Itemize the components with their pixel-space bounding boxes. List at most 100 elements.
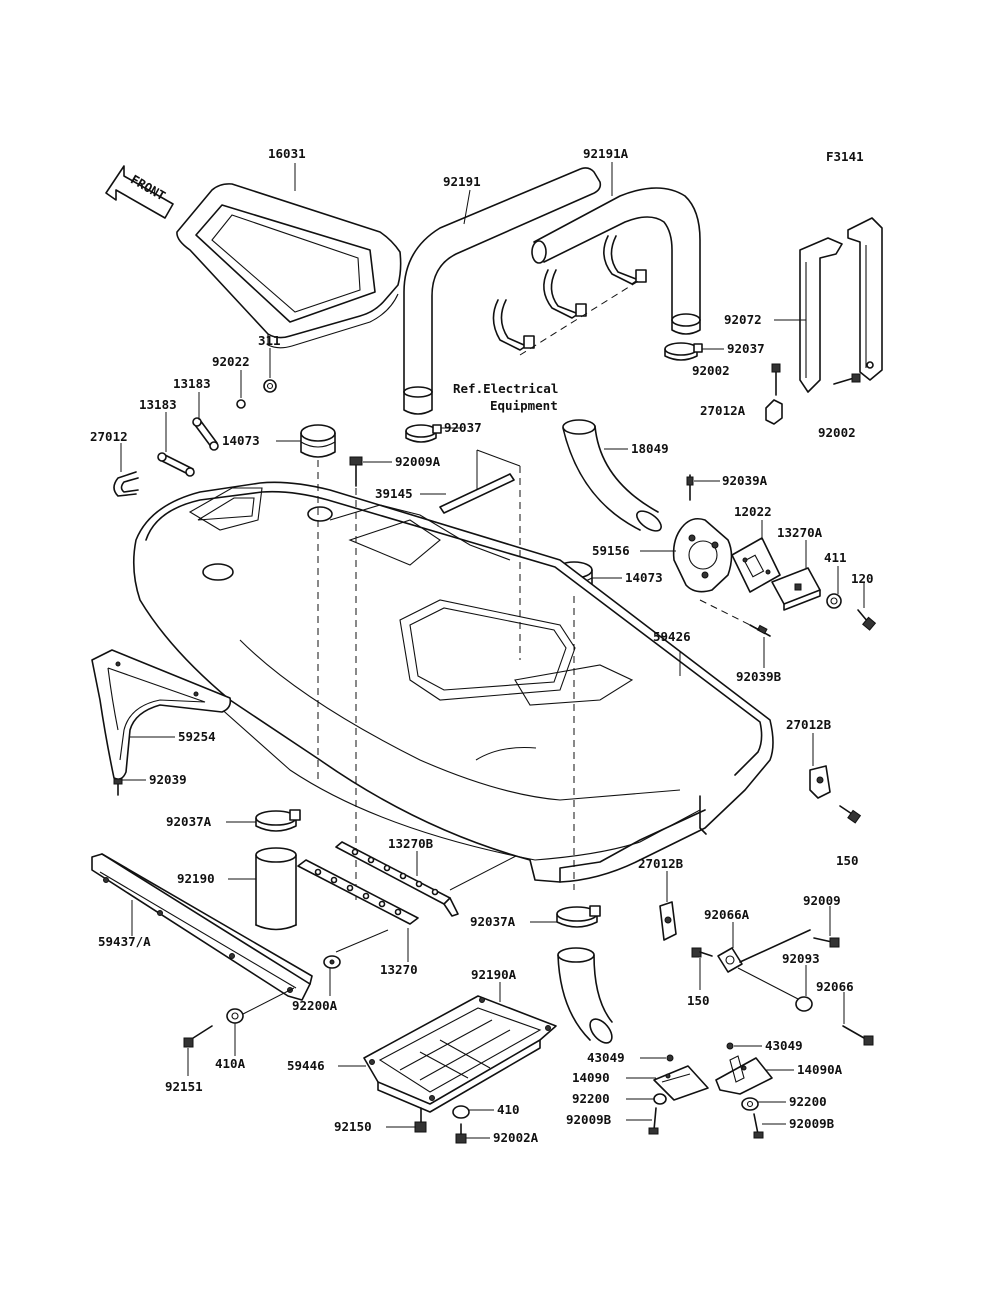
label-92190: 92190 bbox=[177, 871, 215, 886]
stud-92039A bbox=[686, 474, 694, 501]
band-clamp-set bbox=[492, 235, 647, 356]
plate-14090 bbox=[653, 1065, 709, 1101]
rivet-92039 bbox=[113, 778, 123, 796]
bracket-13270B bbox=[335, 841, 459, 917]
label-14073-right: 14073 bbox=[625, 570, 663, 585]
label-92066: 92066 bbox=[816, 979, 854, 994]
label-92009B-left: 92009B bbox=[566, 1112, 612, 1127]
bolt-92009 bbox=[813, 937, 840, 948]
ref-note-line2: Equipment bbox=[490, 398, 558, 413]
label-39145: 39145 bbox=[375, 486, 413, 501]
label-13270: 13270 bbox=[380, 962, 418, 977]
label-92039A: 92039A bbox=[722, 473, 768, 488]
figure-code: F3141 bbox=[826, 149, 864, 164]
label-43049-right: 43049 bbox=[765, 1038, 803, 1053]
fitting-92066A bbox=[717, 929, 811, 1001]
plate-59446 bbox=[363, 995, 557, 1113]
label-410: 410 bbox=[497, 1102, 520, 1117]
washer-92200A bbox=[323, 955, 341, 969]
screw-43049-left bbox=[666, 1054, 674, 1062]
label-13270A: 13270A bbox=[777, 525, 823, 540]
label-16031: 16031 bbox=[268, 146, 306, 161]
front-arrow-icon: FRONT bbox=[105, 165, 174, 219]
label-92009: 92009 bbox=[803, 893, 841, 908]
label-92200A: 92200A bbox=[292, 998, 338, 1013]
bolt-92002A bbox=[455, 1123, 467, 1144]
clamp-92037-mid bbox=[405, 424, 442, 443]
label-92009A: 92009A bbox=[395, 454, 441, 469]
bolt-92066 bbox=[842, 1025, 874, 1046]
label-92002-right: 92002 bbox=[818, 425, 856, 440]
label-13183-b: 13183 bbox=[139, 397, 177, 412]
label-59437A: 59437/A bbox=[98, 934, 151, 949]
label-92037A-mid: 92037A bbox=[470, 914, 516, 929]
washer-92200-right bbox=[741, 1097, 759, 1111]
stud-92039B bbox=[699, 599, 771, 637]
label-18049: 18049 bbox=[631, 441, 669, 456]
washer-92093 bbox=[795, 996, 813, 1012]
bolt-92009A bbox=[349, 456, 363, 487]
ref-note-line1: Ref.Electrical bbox=[453, 381, 558, 396]
plate-14090A bbox=[715, 1055, 773, 1095]
duct-pipe-92191A bbox=[531, 187, 701, 335]
label-27012A: 27012A bbox=[700, 403, 746, 418]
link-13183-b bbox=[157, 452, 195, 477]
label-92022: 92022 bbox=[212, 354, 250, 369]
label-92037-mid: 92037 bbox=[444, 420, 482, 435]
clamp-92037A-left bbox=[255, 809, 301, 832]
bracket-13270 bbox=[297, 859, 419, 925]
label-92200-left: 92200 bbox=[572, 1091, 610, 1106]
label-92093: 92093 bbox=[782, 951, 820, 966]
label-92150: 92150 bbox=[334, 1119, 372, 1134]
link-13183-a bbox=[192, 417, 219, 451]
label-13270B: 13270B bbox=[388, 836, 434, 851]
label-92072: 92072 bbox=[724, 312, 762, 327]
screw-43049-right bbox=[726, 1042, 734, 1050]
storage-tray-16031 bbox=[176, 183, 402, 349]
label-92009B-right: 92009B bbox=[789, 1116, 835, 1131]
label-43049-left: 43049 bbox=[587, 1050, 625, 1065]
gasket-12022 bbox=[731, 537, 781, 593]
label-92002A: 92002A bbox=[493, 1130, 539, 1145]
label-120: 120 bbox=[851, 571, 874, 586]
bracket-27012B-right bbox=[809, 765, 862, 824]
label-311: 311 bbox=[258, 333, 281, 348]
label-14090: 14090 bbox=[572, 1070, 610, 1085]
washer-92200-left bbox=[653, 1093, 667, 1105]
label-92066A: 92066A bbox=[704, 907, 750, 922]
label-14090A: 14090A bbox=[797, 1062, 843, 1077]
label-14073-left: 14073 bbox=[222, 433, 260, 448]
label-59254: 59254 bbox=[178, 729, 216, 744]
label-92037A-left: 92037A bbox=[166, 814, 212, 829]
strip-39145 bbox=[439, 449, 521, 514]
label-59156: 59156 bbox=[592, 543, 630, 558]
bracket-27012A bbox=[765, 363, 783, 425]
washer-92022 bbox=[236, 399, 246, 409]
cap-14073-left bbox=[300, 424, 336, 458]
clamp-92037-top bbox=[664, 342, 703, 361]
label-92002-top: 92002 bbox=[692, 363, 730, 378]
bolt-92009B-left bbox=[648, 1107, 659, 1135]
washer-410A bbox=[226, 1008, 244, 1024]
bolt-150-mid bbox=[691, 947, 713, 958]
rail-59437A bbox=[91, 853, 313, 1001]
label-410A: 410A bbox=[215, 1056, 246, 1071]
bolt-92150 bbox=[414, 1107, 427, 1133]
label-92191A: 92191A bbox=[583, 146, 629, 161]
label-92037-top: 92037 bbox=[727, 341, 765, 356]
label-92200-right: 92200 bbox=[789, 1094, 827, 1109]
label-27012: 27012 bbox=[90, 429, 128, 444]
bolt-92002-right bbox=[833, 373, 861, 385]
tube-92190A bbox=[557, 947, 613, 1044]
label-27012B-mid: 27012B bbox=[638, 856, 684, 871]
bolt-92009B-right bbox=[753, 1113, 764, 1139]
label-411: 411 bbox=[824, 550, 847, 565]
bracket-13270A bbox=[771, 567, 821, 611]
label-150-right: 150 bbox=[836, 853, 859, 868]
label-27012B-right: 27012B bbox=[786, 717, 832, 732]
label-92190A: 92190A bbox=[471, 967, 517, 982]
plate-59254 bbox=[91, 649, 232, 780]
label-12022: 12022 bbox=[734, 504, 772, 519]
duct-pipe-92191 bbox=[403, 167, 602, 415]
